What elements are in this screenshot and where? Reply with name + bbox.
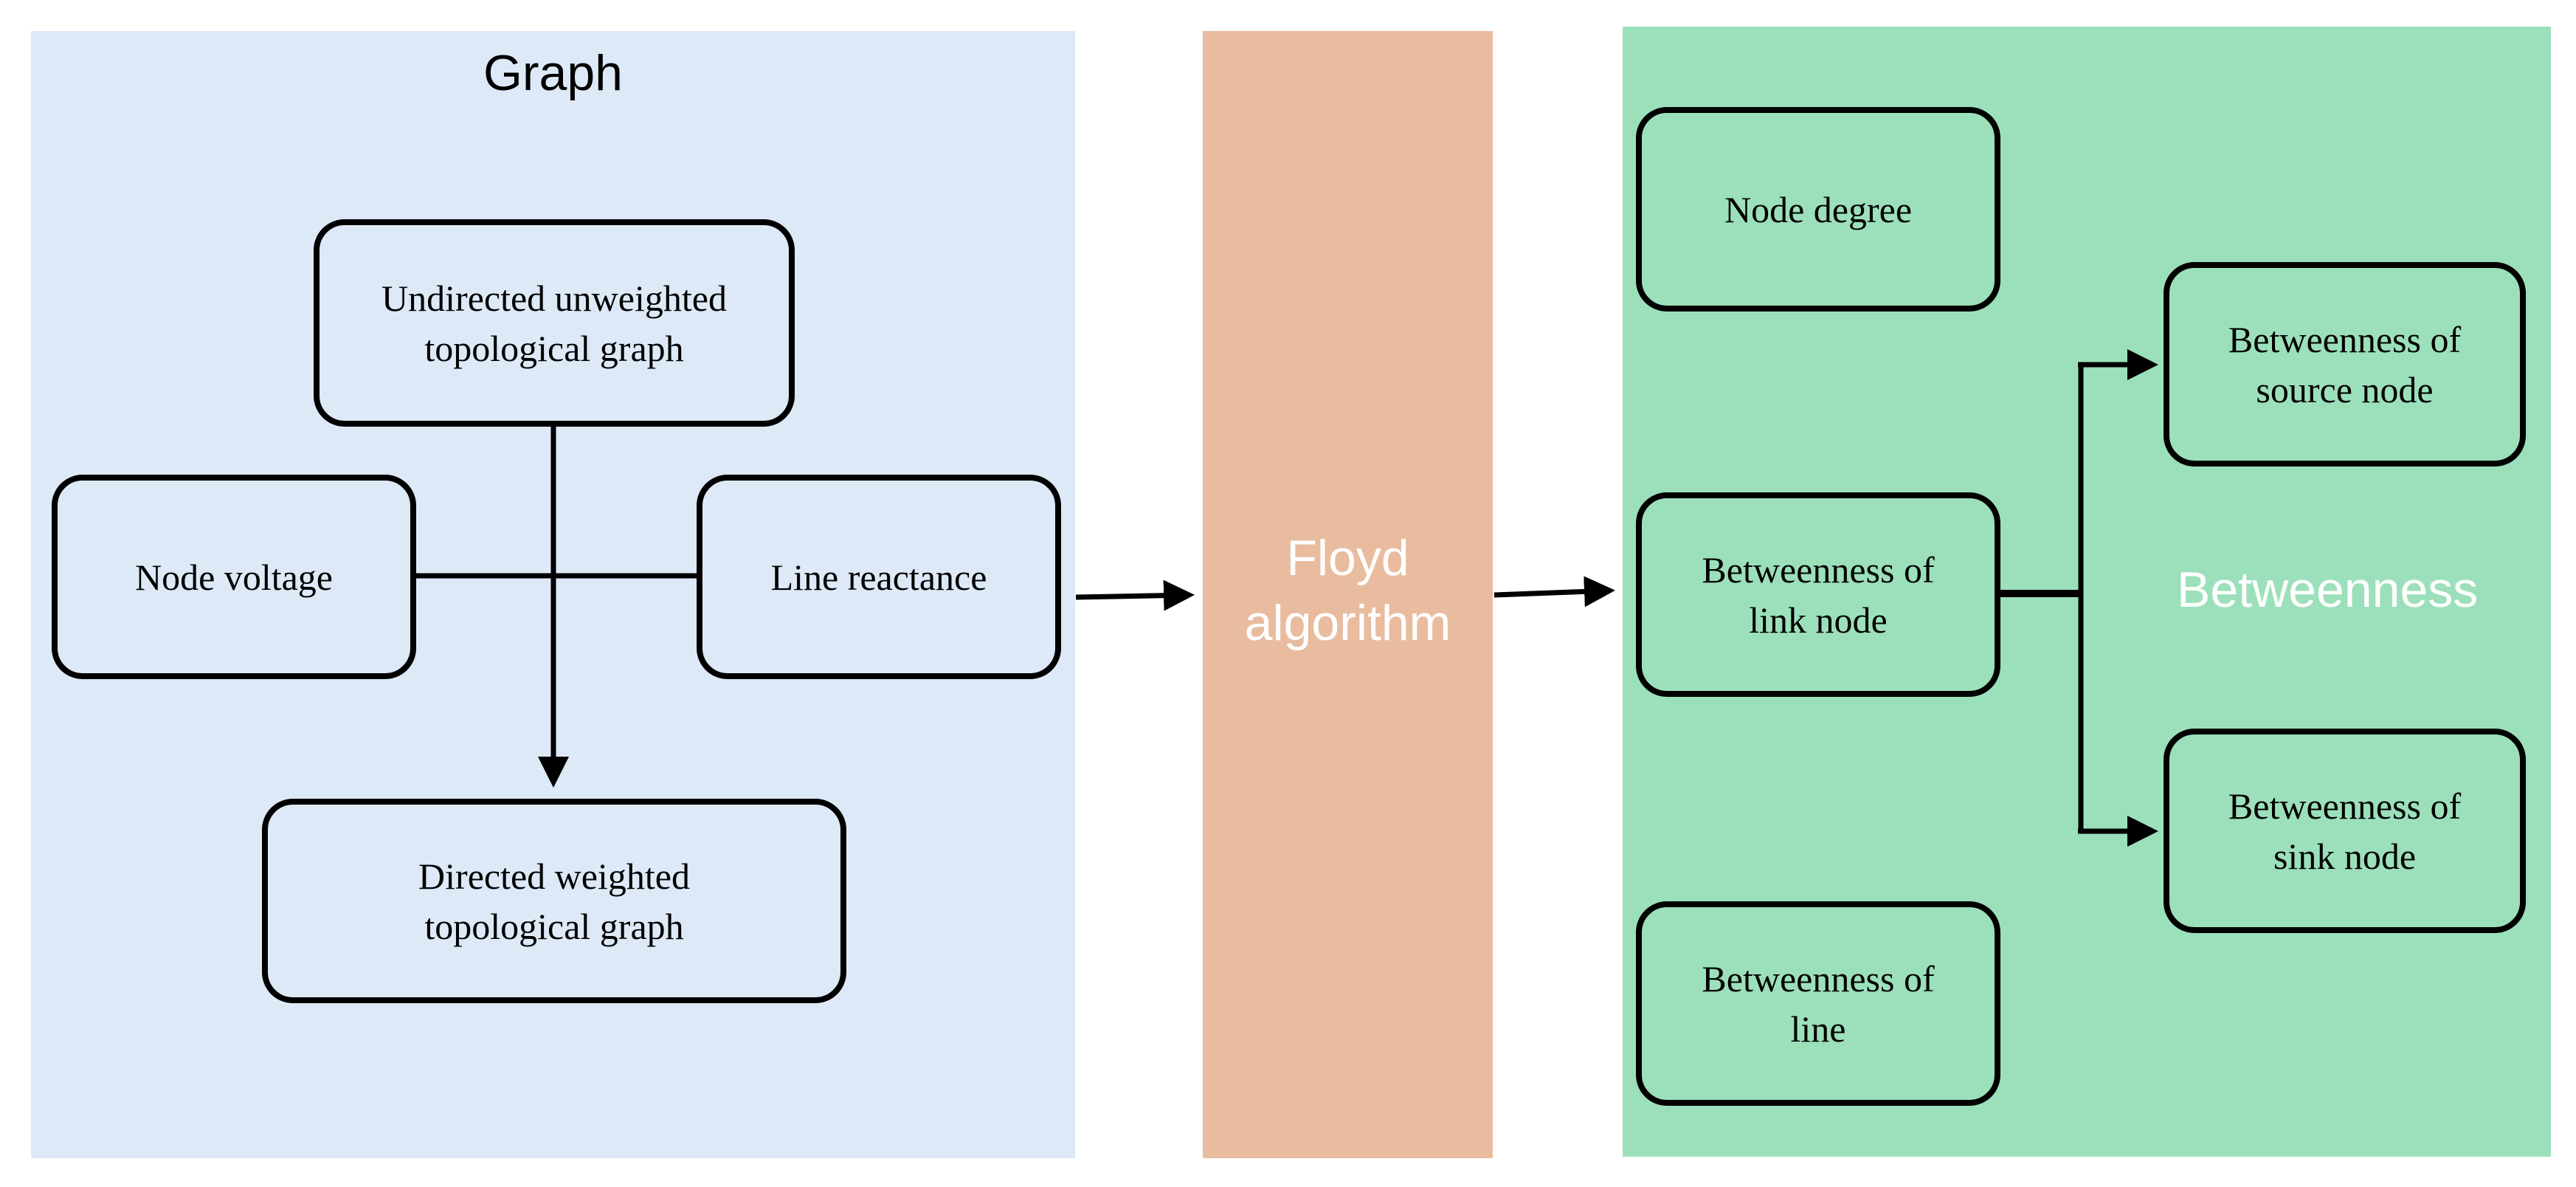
node-undirected-unweighted-graph: Undirected unweighted topological graph — [314, 219, 795, 427]
floyd-title-line1: Floyd — [1286, 530, 1409, 586]
node-source-node-line1: Betweenness of — [2228, 318, 2462, 360]
node-degree: Node degree — [1636, 107, 2000, 312]
node-directed-line2: topological graph — [424, 905, 684, 947]
node-source-node-line2: source node — [2256, 368, 2434, 410]
node-directed-weighted-graph: Directed weighted topological graph — [262, 799, 846, 1003]
node-degree-label: Node degree — [1724, 188, 1913, 230]
node-sink-node-line1: Betweenness of — [2228, 785, 2462, 827]
node-line-reactance-label: Line reactance — [770, 556, 987, 598]
node-betweenness-line: Betweenness of line — [1636, 901, 2000, 1106]
node-betweenness-source-node: Betweenness of source node — [2164, 262, 2526, 467]
node-line-line2: line — [1790, 1008, 1846, 1050]
node-betweenness-link-node: Betweenness of link node — [1636, 492, 2000, 697]
betweenness-panel — [1623, 27, 2551, 1157]
arrow-graph-to-floyd — [1075, 579, 1195, 611]
node-undirected-line1: Undirected unweighted — [381, 277, 727, 319]
node-link-node-line1: Betweenness of — [1702, 548, 1935, 591]
node-link-node-line2: link node — [1749, 599, 1888, 641]
node-line-reactance: Line reactance — [697, 475, 1061, 679]
floyd-panel — [1203, 31, 1493, 1158]
node-betweenness-sink-node: Betweenness of sink node — [2164, 729, 2526, 933]
node-sink-node-line2: sink node — [2273, 835, 2417, 877]
node-directed-line1: Directed weighted — [418, 855, 690, 897]
betweenness-panel-title: Betweenness — [2177, 562, 2479, 618]
node-line-line1: Betweenness of — [1702, 957, 1935, 1000]
arrow-floyd-to-betweenness — [1494, 576, 1615, 608]
node-undirected-line2: topological graph — [424, 327, 684, 369]
node-voltage: Node voltage — [52, 475, 416, 679]
floyd-panel-title: Floyd algorithm — [1203, 526, 1493, 656]
node-voltage-label: Node voltage — [135, 556, 333, 598]
graph-panel-title: Graph — [483, 45, 623, 101]
floyd-title-line2: algorithm — [1244, 595, 1451, 651]
